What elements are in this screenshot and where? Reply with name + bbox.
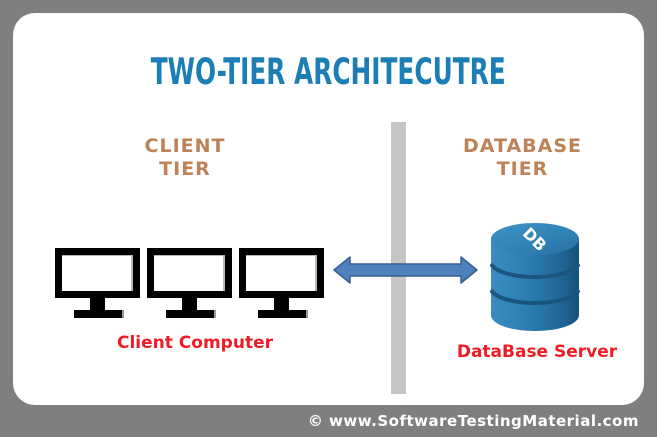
- monitor-icon: [147, 248, 232, 318]
- monitor-stand: [274, 298, 289, 310]
- database-tier-label-line1: DATABASE: [462, 135, 583, 157]
- monitor-screen: [147, 248, 232, 298]
- tier-divider-bar: [391, 122, 406, 394]
- diagram-canvas: TWO-TIER ARCHITECUTRE CLIENT TIER DATABA…: [13, 13, 644, 405]
- database-server-caption: DataBase Server: [456, 342, 618, 362]
- diagram-title: TWO-TIER ARCHITECUTRE: [13, 49, 644, 95]
- client-computers-group: [55, 248, 324, 318]
- client-tier-label: CLIENT TIER: [75, 135, 295, 181]
- footer-credit: © www.SoftwareTestingMaterial.com: [307, 412, 639, 430]
- client-tier-label-line1: CLIENT: [144, 135, 226, 157]
- database-tier-label-line2: TIER: [496, 158, 549, 180]
- monitor-base: [73, 310, 122, 318]
- monitor-icon: [239, 248, 324, 318]
- database-icon: DB: [490, 223, 580, 331]
- client-tier-label-line2: TIER: [159, 158, 211, 180]
- database-tier-label: DATABASE TIER: [420, 135, 625, 181]
- monitor-stand: [182, 298, 197, 310]
- monitor-base: [257, 310, 306, 318]
- diagram-title-text: TWO-TIER ARCHITECUTRE: [151, 50, 506, 94]
- monitor-stand: [90, 298, 105, 310]
- monitor-base: [165, 310, 214, 318]
- monitor-screen: [239, 248, 324, 298]
- client-computer-caption: Client Computer: [117, 333, 273, 353]
- monitor-icon: [55, 248, 140, 318]
- double-arrow-icon: [333, 256, 478, 284]
- monitor-screen: [55, 248, 140, 298]
